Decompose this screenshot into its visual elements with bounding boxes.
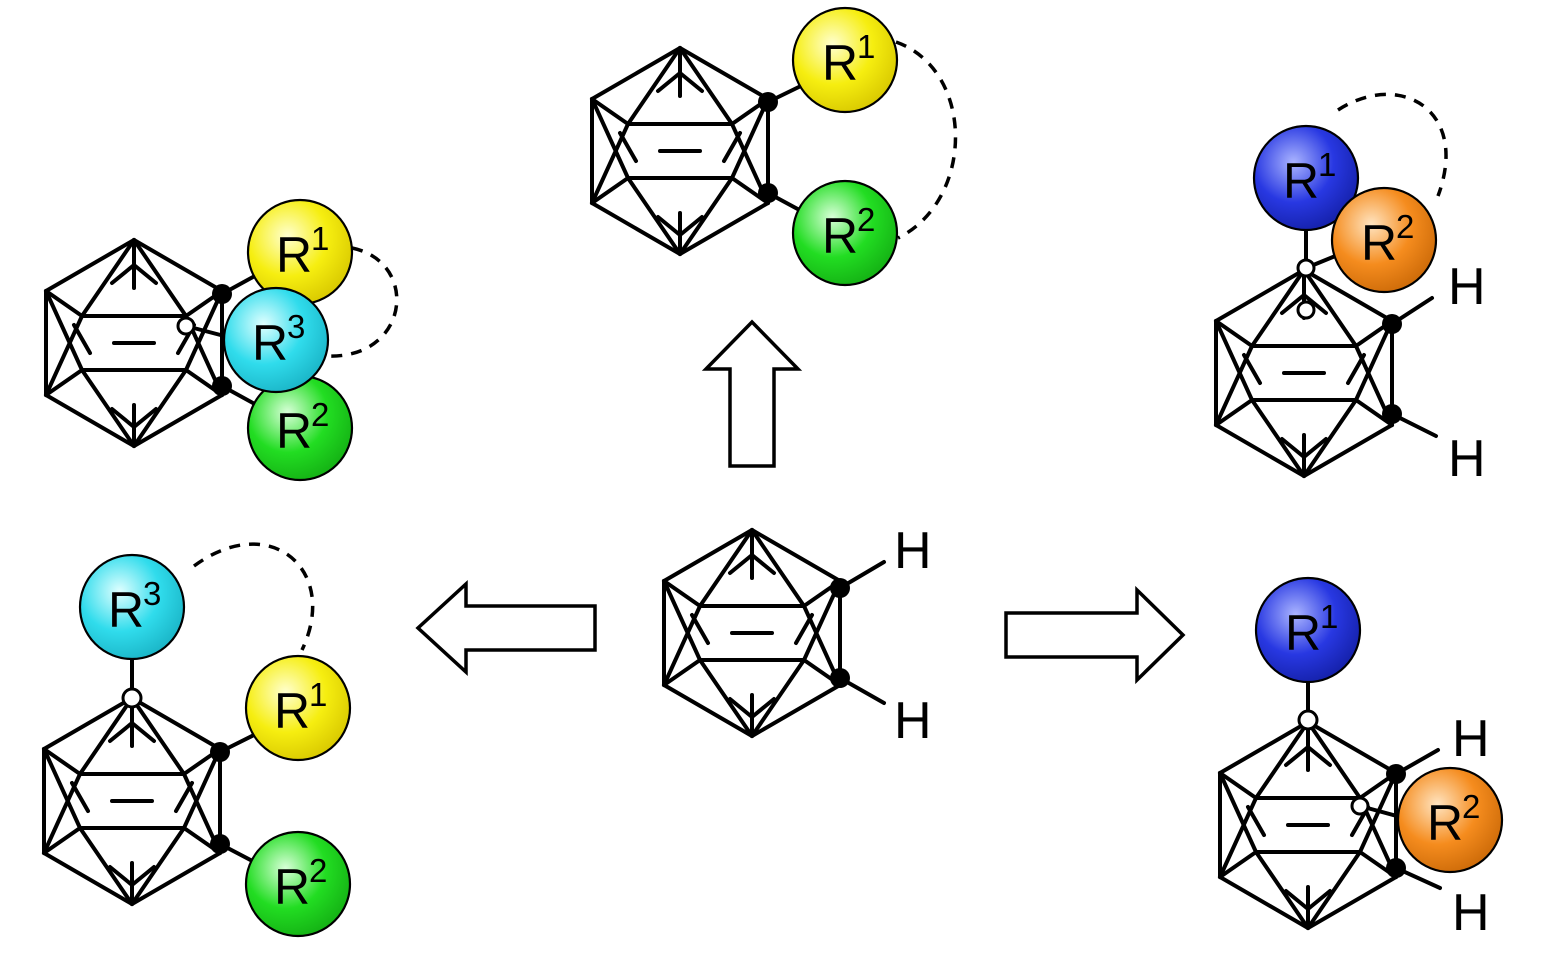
svg-text:R: R [822, 35, 858, 91]
svg-text:R: R [822, 208, 858, 264]
svg-text:2: 2 [311, 396, 329, 433]
arrow-left [415, 580, 597, 676]
carbon-atom [212, 284, 232, 304]
svg-text:R: R [276, 227, 312, 283]
carborane-cage-center [662, 528, 842, 738]
molecule-upper-right: R 1 R 2 H H [1214, 92, 1486, 488]
substituent-r3: R 3 [78, 553, 186, 661]
substituent-r2: R 2 [791, 179, 899, 287]
molecule-lower-left: R 3 R 1 R 2 [42, 542, 352, 938]
svg-text:1: 1 [1318, 146, 1336, 183]
svg-text:R: R [1285, 605, 1321, 661]
molecule-top: R 1 R 2 [590, 6, 958, 287]
carbon-atom [1382, 404, 1402, 424]
ring-closure-dashed [895, 40, 958, 240]
svg-text:1: 1 [309, 676, 327, 713]
svg-text:2: 2 [309, 852, 327, 889]
h-label: H [1448, 258, 1486, 316]
substituent-r1: R 1 [246, 198, 354, 306]
svg-text:1: 1 [1320, 598, 1338, 635]
carbon-atom [830, 578, 850, 598]
ring-closure-dashed [325, 246, 399, 358]
boron-atom [121, 687, 143, 709]
svg-text:R: R [274, 683, 310, 739]
substituent-r2: R 2 [1396, 766, 1504, 874]
svg-text:2: 2 [1462, 788, 1480, 825]
molecule-center: H H [662, 522, 932, 750]
carbon-atom [210, 834, 230, 854]
svg-text:R: R [1427, 795, 1463, 851]
arrow-right [1004, 585, 1186, 685]
substituent-r2: R 2 [244, 830, 352, 938]
boron-atom [1350, 796, 1370, 816]
substituent-r1: R 1 [1254, 576, 1362, 684]
svg-text:R: R [1283, 153, 1319, 209]
carborane-cage-lower-left [42, 696, 222, 906]
boron-atom [1296, 258, 1316, 278]
carbon-atom [1386, 764, 1406, 784]
carbon-atom [210, 742, 230, 762]
substituent-r1: R 1 [244, 654, 352, 762]
carbon-atom [1386, 858, 1406, 878]
boron-atom [176, 316, 196, 336]
substituent-r1: R 1 [1252, 124, 1360, 232]
substituent-r3: R 3 [222, 286, 330, 394]
carbon-atom [830, 668, 850, 688]
ring-closure-dashed [192, 542, 315, 651]
carborane-cage-upper-left [44, 238, 224, 448]
svg-text:R: R [252, 315, 288, 371]
h-label: H [894, 522, 932, 580]
arrow-up [701, 319, 803, 468]
boron-atom [1296, 300, 1316, 320]
carborane-cage-top [590, 46, 770, 256]
svg-text:R: R [108, 582, 144, 638]
svg-text:2: 2 [1396, 208, 1414, 245]
svg-text:3: 3 [143, 575, 161, 612]
svg-text:1: 1 [857, 28, 875, 65]
svg-text:R: R [276, 403, 312, 459]
svg-text:2: 2 [857, 201, 875, 238]
h-label: H [1452, 710, 1490, 768]
molecule-upper-left: R 1 R 2 R 3 [44, 198, 399, 482]
h-label: H [1448, 430, 1486, 488]
h-label: H [1452, 884, 1490, 942]
h-label: H [894, 692, 932, 750]
svg-text:3: 3 [287, 308, 305, 345]
svg-text:R: R [1361, 215, 1397, 271]
molecule-lower-right: R 1 R 2 H H [1218, 576, 1504, 942]
substituent-r1: R 1 [791, 6, 899, 114]
svg-text:R: R [274, 859, 310, 915]
carbon-atom [212, 376, 232, 396]
carbon-atom [1382, 314, 1402, 334]
svg-text:1: 1 [311, 220, 329, 257]
carbon-atom [758, 92, 778, 112]
substituent-r2: R 2 [246, 374, 354, 482]
substituent-r2: R 2 [1330, 186, 1438, 294]
carbon-atom [758, 183, 778, 203]
ring-closure-dashed [1337, 92, 1448, 197]
carborane-cage-lower-right [1218, 720, 1398, 930]
boron-atom [1297, 709, 1319, 731]
